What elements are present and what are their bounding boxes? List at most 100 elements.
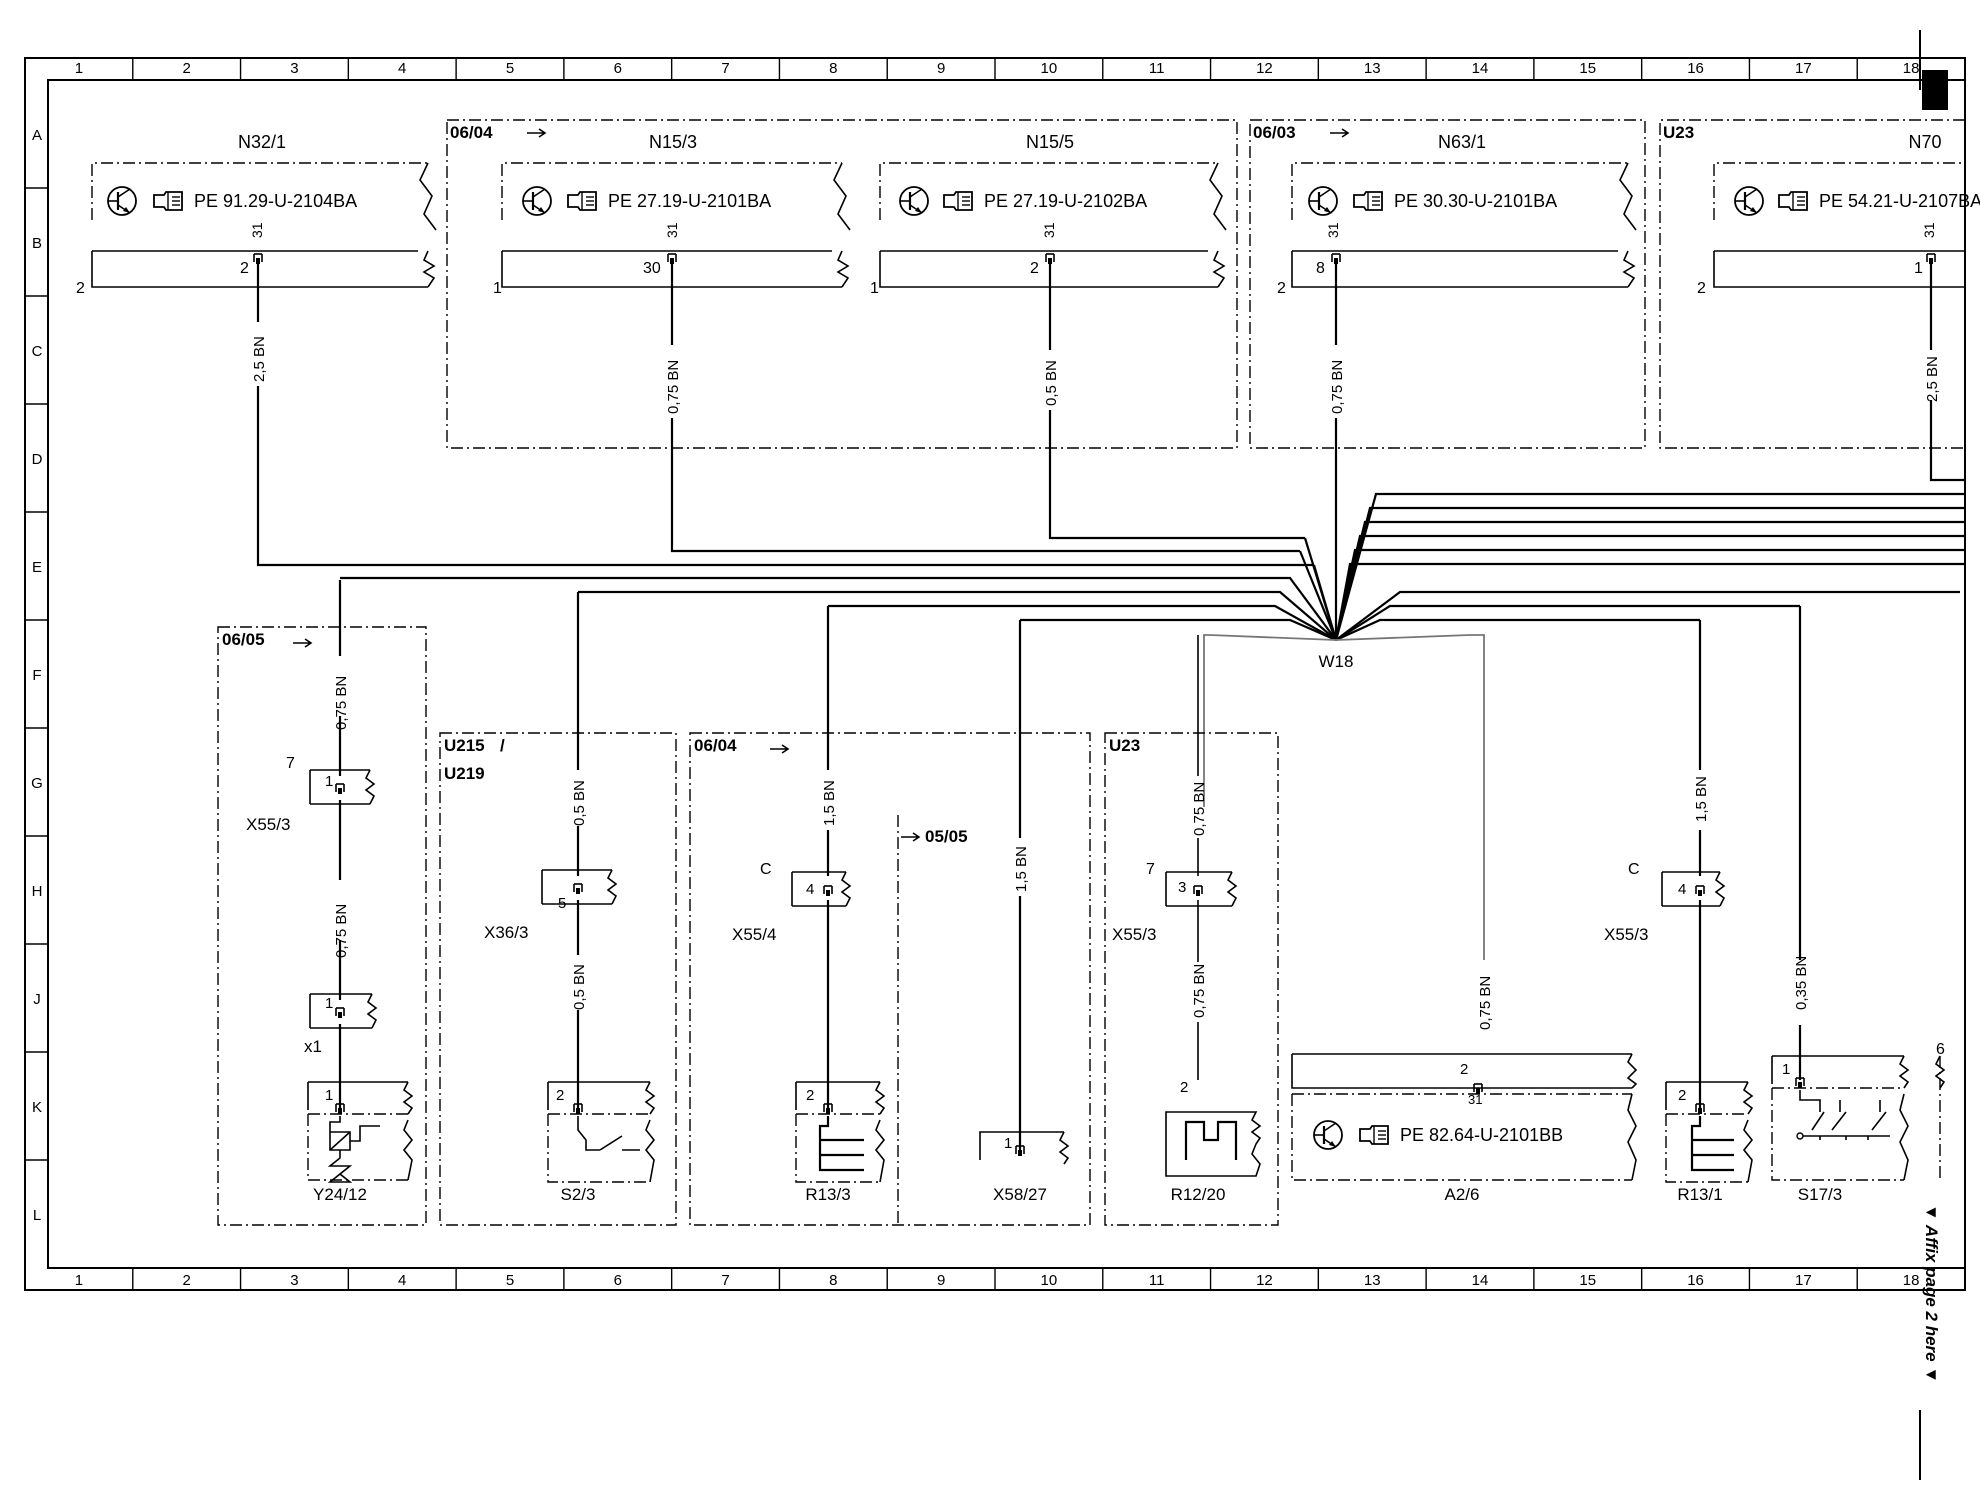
column-number: 8 bbox=[829, 1272, 837, 1289]
column-number: 6 bbox=[614, 1272, 622, 1289]
column-number: 8 bbox=[829, 60, 837, 77]
column-number: 14 bbox=[1472, 1272, 1489, 1289]
column-number: 14 bbox=[1472, 60, 1489, 77]
transistor-icon bbox=[106, 185, 138, 217]
column-number: 1 bbox=[75, 1272, 83, 1289]
pin-number: 1 bbox=[1782, 1061, 1790, 1078]
area-label-06-04-top: 06/04 bbox=[450, 123, 493, 142]
column-number: 15 bbox=[1579, 1272, 1596, 1289]
pin-icon bbox=[1045, 253, 1055, 265]
connector-label: X55/4 bbox=[732, 925, 776, 944]
area-label-06-05: 06/05 bbox=[222, 630, 265, 649]
pin-number: 1 bbox=[1004, 1135, 1012, 1152]
column-number: 1 bbox=[75, 60, 83, 77]
wire-label: 0,35 BN bbox=[1793, 956, 1810, 1010]
pin-number: 8 bbox=[1316, 260, 1325, 277]
pin-number: 2 bbox=[1180, 1079, 1188, 1096]
unit-id: N32/1 bbox=[238, 132, 286, 152]
connector-label: X55/3 bbox=[1112, 925, 1156, 944]
component-r13-1: 1,5 BN C 4 X55/3 2 R13/1 bbox=[1604, 620, 1754, 1204]
area-box-u23-bottom bbox=[1104, 732, 1279, 1226]
area-label-u23-top: U23 bbox=[1663, 123, 1694, 142]
column-number: 12 bbox=[1256, 1272, 1273, 1289]
pin-icon bbox=[335, 783, 345, 795]
area-box-u23-top bbox=[1659, 119, 1965, 449]
column-number: 9 bbox=[937, 1272, 945, 1289]
side-number: 1 bbox=[870, 280, 879, 297]
pin-label: 31 bbox=[1921, 222, 1937, 238]
component-r12-20: 0,75 BN 7 3 X55/3 0,75 BN 2 R12/20 bbox=[1112, 635, 1262, 1204]
pointing-hand-icon bbox=[1353, 191, 1383, 211]
pin-label: 31 bbox=[249, 222, 265, 238]
column-number: 13 bbox=[1364, 1272, 1381, 1289]
component-r13-3: 1,5 BN C 4 X55/4 2 R13/3 bbox=[732, 606, 886, 1204]
drawing-frame bbox=[24, 57, 1966, 1291]
column-number: 16 bbox=[1687, 60, 1704, 77]
pin-number: 1 bbox=[325, 773, 333, 790]
pointing-hand-icon bbox=[943, 191, 973, 211]
column-number: 5 bbox=[506, 60, 514, 77]
pin-number: 4 bbox=[806, 881, 814, 898]
pin-icon bbox=[1193, 885, 1203, 897]
arrow-icon bbox=[901, 832, 921, 842]
unit-n63-1: N63/1 PE 30.30-U-2101BA 31 8 2 bbox=[1277, 132, 1637, 297]
connector-label: x1 bbox=[304, 1037, 322, 1056]
row-letter: J bbox=[33, 991, 41, 1008]
pin-label: 31 bbox=[1325, 222, 1341, 238]
heater-element-icon bbox=[1690, 1116, 1734, 1172]
pin-icon bbox=[1926, 253, 1936, 265]
arrow-icon bbox=[293, 638, 313, 648]
wire-label: 2,5 BN bbox=[1924, 356, 1941, 402]
wire-label: 1,5 BN bbox=[1693, 776, 1710, 822]
column-number: 18 bbox=[1903, 1272, 1920, 1289]
transistor-icon bbox=[1312, 1119, 1344, 1151]
wire-label: 0,75 BN bbox=[333, 904, 350, 958]
component-label: X58/27 bbox=[993, 1185, 1047, 1204]
column-number: 7 bbox=[721, 60, 729, 77]
heater-element-icon bbox=[818, 1116, 864, 1172]
area-label-06-04-bottom: 06/04 bbox=[694, 736, 737, 755]
row-letter: C bbox=[32, 343, 43, 360]
row-letter: F bbox=[32, 667, 41, 684]
column-number: 17 bbox=[1795, 1272, 1812, 1289]
column-number: 10 bbox=[1041, 60, 1058, 77]
wire-label: 0,5 BN bbox=[1043, 360, 1060, 406]
unit-id: N15/5 bbox=[1026, 132, 1074, 152]
component-y24-12: 0,75 BN 7 1 X55/3 0,75 BN 1 x1 1 Y24/12 bbox=[246, 580, 414, 1204]
row-letter: G bbox=[31, 775, 43, 792]
pin-label: 31 bbox=[1041, 222, 1057, 238]
unit-id: N63/1 bbox=[1438, 132, 1486, 152]
column-number: 5 bbox=[506, 1272, 514, 1289]
wire-label: 2,5 BN bbox=[251, 336, 268, 382]
connector-side: C bbox=[1628, 861, 1640, 878]
row-letter: K bbox=[32, 1099, 42, 1116]
area-label-slash: / bbox=[500, 736, 505, 755]
column-number: 12 bbox=[1256, 60, 1273, 77]
component-label: S2/3 bbox=[561, 1185, 596, 1204]
side-number: 2 bbox=[76, 280, 85, 297]
wire-label: 1,5 BN bbox=[821, 780, 838, 826]
column-number: 10 bbox=[1041, 1272, 1058, 1289]
side-number: 2 bbox=[1277, 280, 1286, 297]
unit-n70: N70 PE 54.21-U-2107BA 31 1 2 bbox=[1697, 132, 1980, 297]
wire-label: 0,5 BN bbox=[571, 964, 588, 1010]
component-label: R13/3 bbox=[805, 1185, 850, 1204]
wire-label: 0,5 BN bbox=[571, 780, 588, 826]
connector-side: C bbox=[760, 861, 772, 878]
page-tab-marker bbox=[1922, 70, 1948, 110]
wire-harness bbox=[256, 264, 1965, 960]
column-number: 9 bbox=[937, 60, 945, 77]
component-label: A2/6 bbox=[1445, 1185, 1480, 1204]
area-label-u215: U215 bbox=[444, 736, 485, 755]
pin-number: 3 bbox=[1178, 879, 1186, 896]
arrow-icon bbox=[1330, 128, 1350, 138]
pin-number: 5 bbox=[558, 895, 566, 912]
transistor-icon bbox=[898, 185, 930, 217]
unit-ref: PE 27.19-U-2101BA bbox=[608, 191, 771, 211]
pin-number: 2 bbox=[1678, 1087, 1686, 1104]
component-label: S17/3 bbox=[1798, 1185, 1842, 1204]
pin-number: 2 bbox=[556, 1087, 564, 1104]
